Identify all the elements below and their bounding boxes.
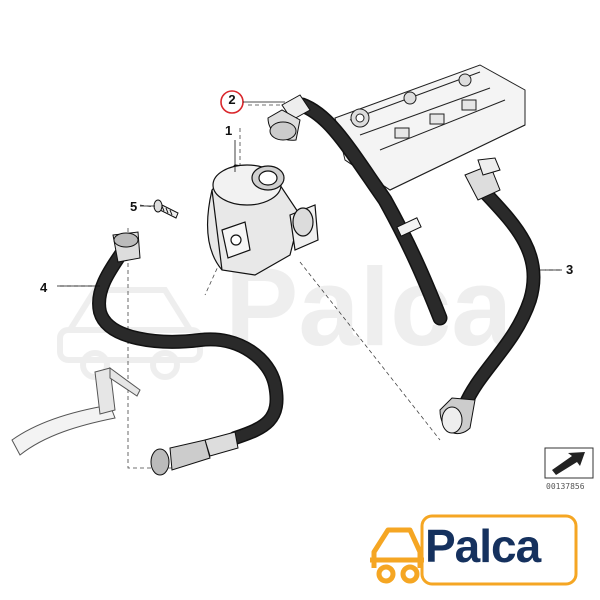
hose-2 xyxy=(267,94,448,326)
callout-1: 1 xyxy=(225,123,233,138)
hose-4 xyxy=(92,231,284,476)
diagram-number: 00137856 xyxy=(546,482,585,491)
engine-pipe xyxy=(11,367,141,456)
car-outline-icon xyxy=(370,527,424,584)
callout-2: 2 xyxy=(228,92,236,107)
callout-4: 4 xyxy=(40,280,48,295)
brand-name: Palca xyxy=(425,520,541,572)
bolt xyxy=(153,199,179,219)
watermark: Palca xyxy=(57,246,513,380)
watermark-text: Palca xyxy=(225,246,513,369)
direction-arrow-icon xyxy=(544,447,594,479)
callout-3: 3 xyxy=(566,262,574,277)
logo-frame xyxy=(420,514,578,586)
callout-lines xyxy=(57,101,562,287)
cylinder-head-cover xyxy=(334,64,526,191)
palca-logo xyxy=(370,514,578,586)
hose-3 xyxy=(439,157,541,434)
callout-5: 5 xyxy=(130,199,138,214)
oil-separator xyxy=(207,164,319,276)
